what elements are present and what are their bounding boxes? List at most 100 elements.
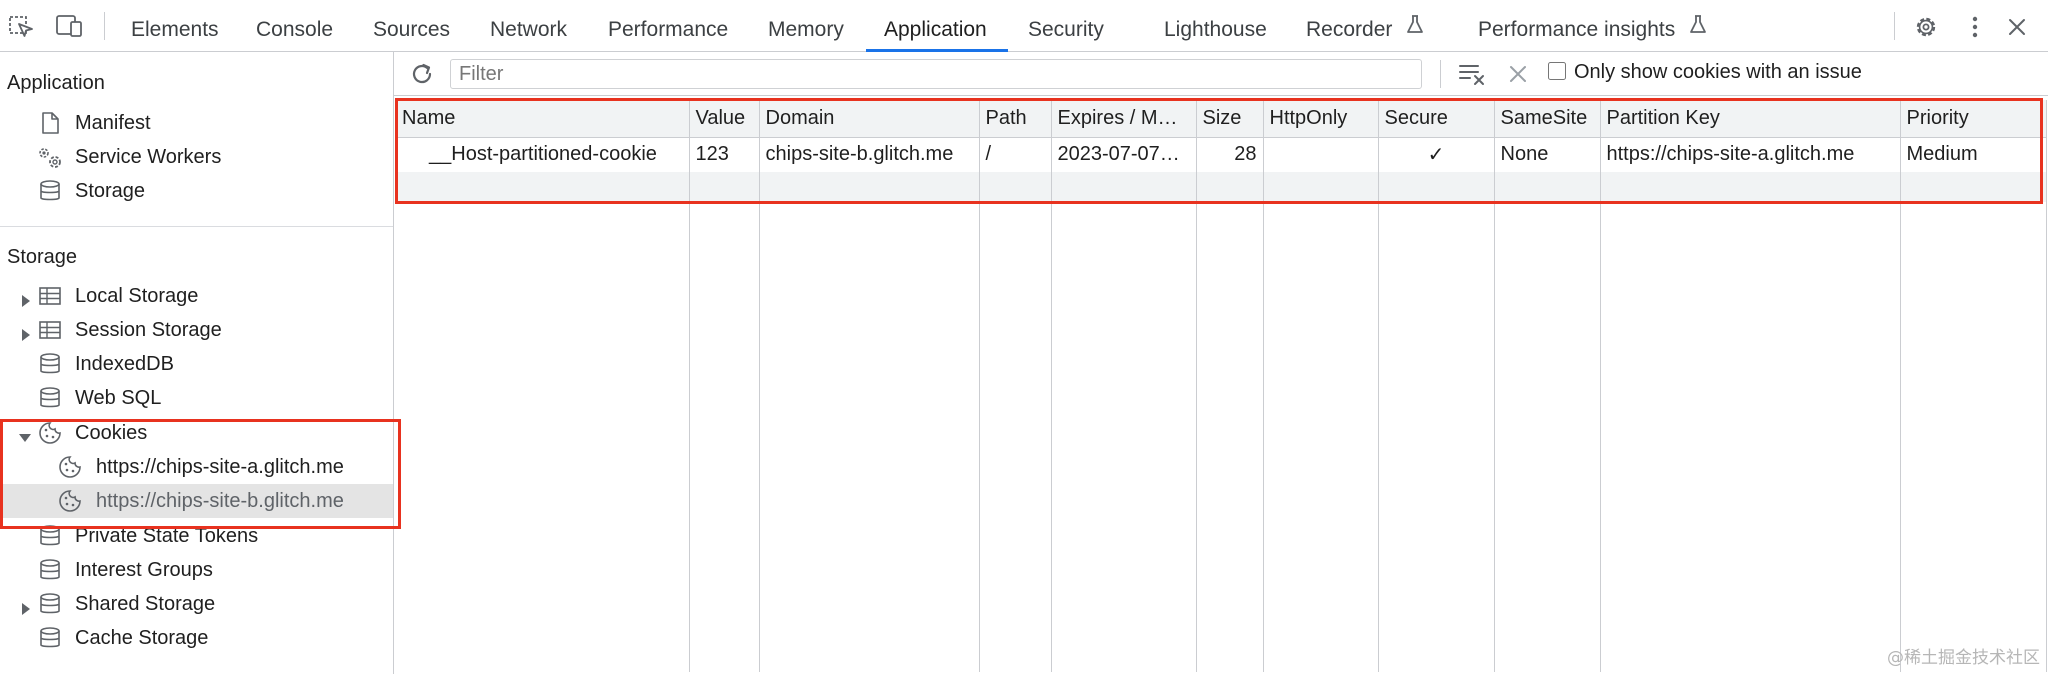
sidebar-item-local-storage[interactable]: Local Storage [0,279,393,313]
sidebar-item-label: Manifest [75,112,151,134]
column-header-priority[interactable]: Priority [1900,100,2047,138]
cookie-table: Name Value Domain Path Expires / M… Size… [396,100,2047,672]
database-icon [38,558,62,582]
sidebar-item-cache-storage[interactable]: Cache Storage [0,621,393,655]
cookie-icon [58,489,82,513]
only-issue-label: Only show cookies with an issue [1574,61,1862,83]
tab-performance[interactable]: Performance [608,0,728,52]
sidebar-item-interest-groups[interactable]: Interest Groups [0,553,393,587]
device-toolbar-icon[interactable] [54,14,82,38]
sidebar-heading-application: Application [7,72,105,94]
sidebar-item-service-workers[interactable]: Service Workers [0,140,393,174]
tab-application[interactable]: Application [866,0,1008,52]
expand-arrow-icon[interactable] [20,598,32,615]
expand-arrow-icon[interactable] [20,324,32,341]
column-header-domain[interactable]: Domain [759,100,980,138]
filter-input[interactable] [450,59,1422,89]
table-row[interactable]: __Host-partitioned-cookie 123 chips-site… [396,137,2047,172]
expand-arrow-icon[interactable] [20,290,32,307]
cookie-toolbar: Only show cookies with an issue [394,52,2048,96]
tab-label: Network [490,18,568,41]
toolbar-divider [1440,60,1441,88]
tab-security[interactable]: Security [1028,0,1104,52]
cookie-icon [58,455,82,479]
database-icon [38,626,62,650]
column-header-partition-key[interactable]: Partition Key [1600,100,1901,138]
more-options-icon[interactable] [1962,14,1988,40]
table-header-row: Name Value Domain Path Expires / M… Size… [396,100,2047,138]
devtools-tab-bar: Elements Console Sources Network Perform… [0,0,2048,52]
tab-label: Elements [131,18,219,41]
cookie-size-cell: 28 [1196,137,1264,172]
only-issue-filter[interactable]: Only show cookies with an issue [1546,61,1862,87]
sidebar-item-cookie-origin-a[interactable]: https://chips-site-a.glitch.me [0,450,393,484]
cookie-httponly-cell [1263,137,1379,172]
delete-selected-icon[interactable] [1506,62,1530,86]
sidebar-item-label: https://chips-site-b.glitch.me [96,490,344,512]
tab-label: Console [256,18,334,41]
sidebar-item-label: IndexedDB [75,353,174,375]
sidebar-item-cookie-origin-b[interactable]: https://chips-site-b.glitch.me [0,484,393,518]
tab-elements[interactable]: Elements [131,0,219,52]
sidebar-item-shared-storage[interactable]: Shared Storage [0,587,393,621]
column-header-secure[interactable]: Secure [1378,100,1495,138]
active-tab-indicator [866,49,1008,52]
cookie-domain-cell: chips-site-b.glitch.me [759,137,980,172]
cookie-secure-cell: ✓ [1378,137,1495,172]
tab-memory[interactable]: Memory [768,0,844,52]
sidebar-item-session-storage[interactable]: Session Storage [0,313,393,347]
tab-label: Lighthouse [1164,18,1267,41]
column-header-expires[interactable]: Expires / M… [1051,100,1197,138]
toolbar-divider [104,12,105,40]
cookie-name-cell: __Host-partitioned-cookie [396,137,690,172]
database-icon [38,386,62,410]
column-header-name[interactable]: Name [396,100,690,138]
tab-label: Sources [373,18,451,41]
sidebar-divider [0,226,393,227]
database-icon [38,179,62,203]
experimental-flask-icon [1406,0,1424,58]
sidebar-item-manifest[interactable]: Manifest [0,106,393,140]
sidebar-item-cookies[interactable]: Cookies [0,416,393,450]
application-sidebar: Application Manifest Service Workers Sto… [0,52,394,674]
column-header-value[interactable]: Value [689,100,760,138]
column-header-httponly[interactable]: HttpOnly [1263,100,1379,138]
sidebar-item-private-state-tokens[interactable]: Private State Tokens [0,519,393,553]
refresh-icon[interactable] [409,61,435,87]
tab-label: Performance [608,18,729,41]
inspect-element-icon[interactable] [8,14,36,38]
tab-label: Recorder [1306,18,1393,41]
table-grid-icon [38,284,62,308]
sidebar-item-label: Interest Groups [75,559,213,581]
sidebar-item-storage-overview[interactable]: Storage [0,174,393,208]
sidebar-item-label: Local Storage [75,285,199,307]
column-header-path[interactable]: Path [979,100,1052,138]
close-devtools-icon[interactable] [2004,14,2030,40]
column-header-size[interactable]: Size [1196,100,1264,138]
tab-console[interactable]: Console [256,0,333,52]
cookie-path-cell: / [979,137,1052,172]
tab-recorder[interactable]: Recorder [1306,0,1424,52]
collapse-arrow-icon[interactable] [19,427,31,442]
sidebar-item-label: Private State Tokens [75,525,259,547]
tab-network[interactable]: Network [490,0,567,52]
sidebar-item-indexeddb[interactable]: IndexedDB [0,347,393,381]
sidebar-item-label: Service Workers [75,146,222,168]
only-issue-checkbox[interactable] [1548,62,1566,80]
database-icon [38,352,62,376]
gears-icon [36,145,61,169]
tab-sources[interactable]: Sources [373,0,450,52]
clear-all-cookies-icon[interactable] [1458,61,1488,87]
tab-label: Security [1028,18,1104,41]
tab-performance-insights[interactable]: Performance insights [1478,0,1707,52]
tab-label: Application [884,18,987,41]
settings-gear-icon[interactable] [1913,14,1939,40]
sidebar-item-web-sql[interactable]: Web SQL [0,381,393,415]
cookie-expires-cell: 2023-07-07… [1051,137,1197,172]
sidebar-item-label: https://chips-site-a.glitch.me [96,456,344,478]
database-icon [38,592,62,616]
cookie-partition-key-cell: https://chips-site-a.glitch.me [1600,137,1901,172]
column-header-samesite[interactable]: SameSite [1494,100,1601,138]
sidebar-item-label: Cookies [75,422,148,444]
tab-lighthouse[interactable]: Lighthouse [1164,0,1267,52]
